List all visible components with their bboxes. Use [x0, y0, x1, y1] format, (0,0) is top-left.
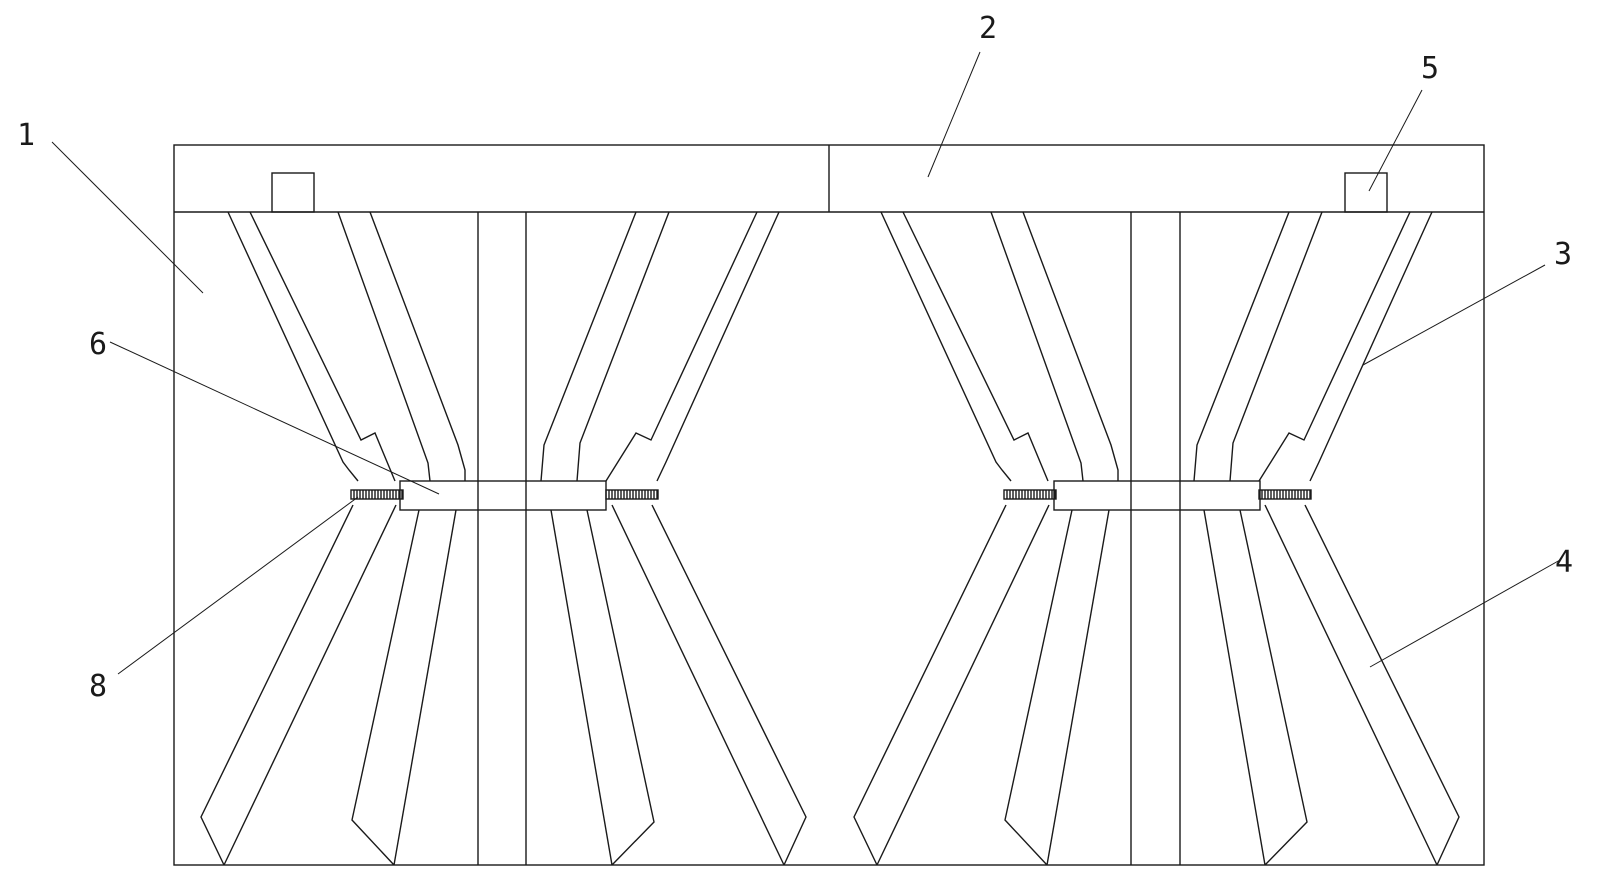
callout-8: 8 — [89, 669, 107, 704]
leader-6 — [109, 341, 440, 495]
callout-2: 2 — [979, 11, 997, 46]
left-group-lower-legs — [200, 504, 807, 866]
callout-5: 5 — [1421, 51, 1439, 86]
connecting-bar-right — [1053, 480, 1261, 511]
right-group-lower-legs — [853, 504, 1460, 866]
spring-right-inner — [1258, 489, 1312, 500]
callout-6: 6 — [89, 327, 107, 362]
left-center-column — [477, 212, 527, 865]
leader-8 — [117, 496, 359, 675]
spring-right-outer — [1003, 489, 1057, 500]
left-group-upper-legs — [227, 211, 780, 482]
callout-3: 3 — [1554, 237, 1572, 272]
leader-1 — [51, 141, 204, 294]
block-right — [1344, 172, 1388, 213]
leader-4 — [1369, 559, 1561, 668]
callout-1: 1 — [17, 118, 35, 153]
right-center-column — [1130, 212, 1181, 865]
right-group-upper-legs — [880, 211, 1433, 482]
leader-5 — [1368, 89, 1423, 192]
leader-lines — [51, 51, 1561, 675]
leader-3 — [1362, 264, 1546, 366]
callout-4: 4 — [1555, 545, 1573, 580]
spring-left-outer — [350, 489, 404, 500]
leader-2 — [927, 51, 981, 178]
block-left — [271, 172, 315, 213]
spring-left-inner — [605, 489, 659, 500]
outer-frame — [173, 144, 1485, 866]
connecting-bar-left — [399, 480, 607, 511]
